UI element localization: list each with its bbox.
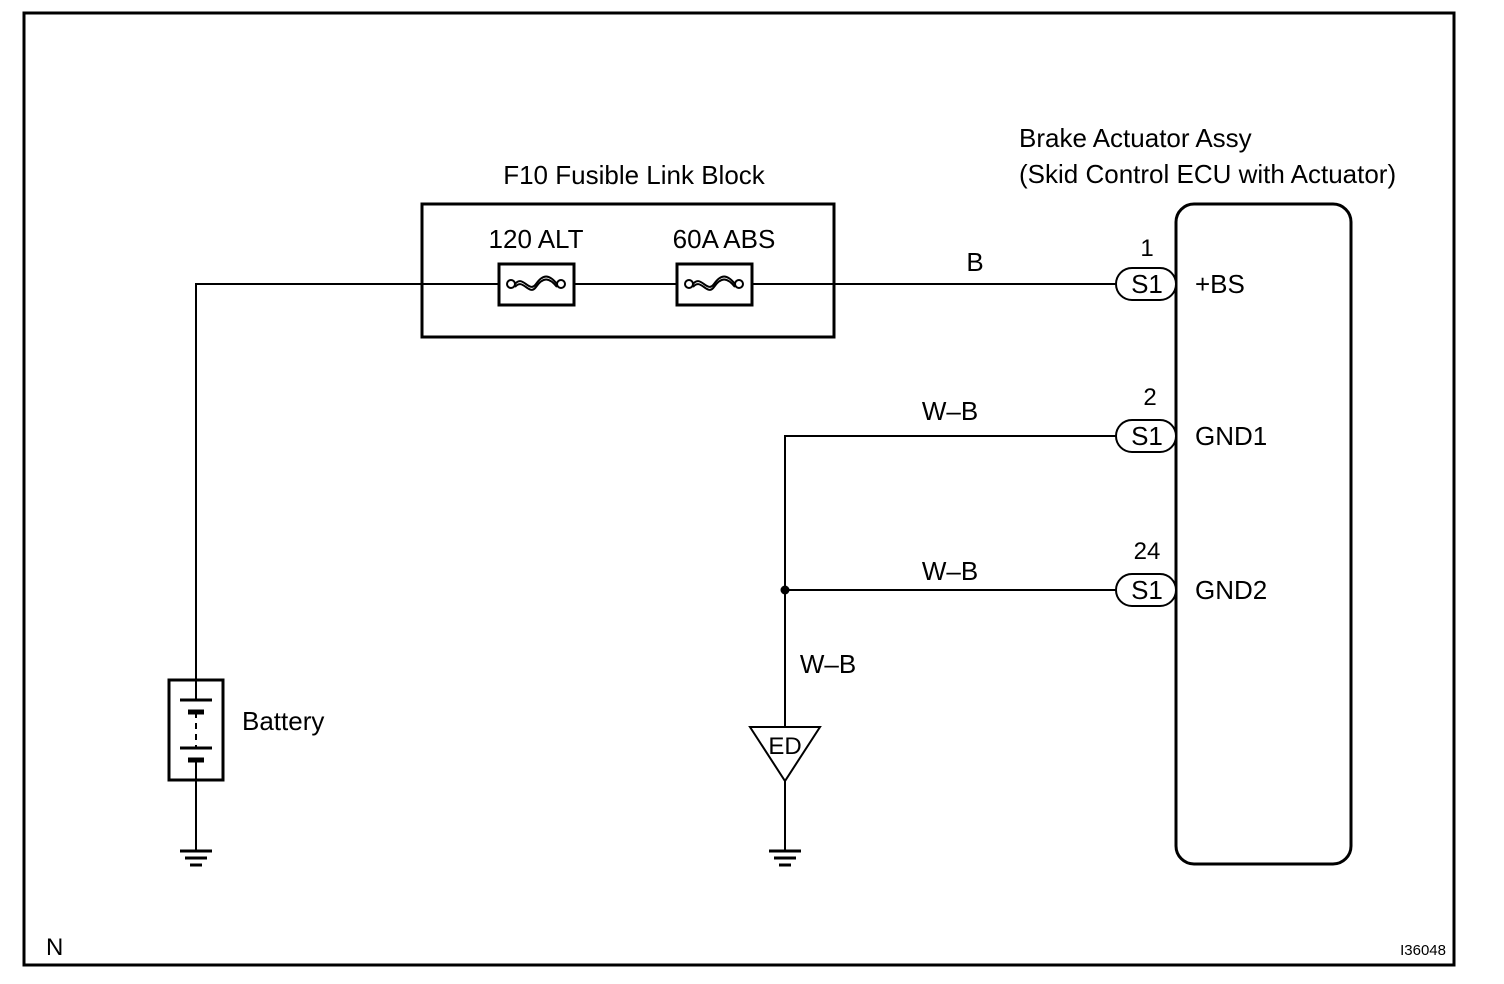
connector-icon <box>1115 419 1177 453</box>
fuse-60a-abs: 60A ABS <box>673 224 776 307</box>
terminal-label: GND2 <box>1195 575 1267 605</box>
diagram-frame <box>22 11 1456 967</box>
ground-icon <box>769 849 801 867</box>
ecu-subtitle: (Skid Control ECU with Actuator) <box>1019 159 1396 189</box>
fuse-element <box>514 278 558 291</box>
wire-battery-to-fuse <box>195 283 499 680</box>
battery: Battery <box>167 678 324 782</box>
ground-point-ed: ED <box>748 726 822 783</box>
splice-point <box>780 585 790 595</box>
fuse-element <box>692 275 736 288</box>
fuse-terminal <box>506 279 516 289</box>
ground-point-icon <box>748 726 822 783</box>
fuse-element <box>692 278 736 291</box>
pin-number: 1 <box>1140 235 1153 262</box>
fuse-120-alt: 120 ALT <box>489 224 584 307</box>
ground-point-label: ED <box>768 733 801 760</box>
fuse-label: 120 ALT <box>489 224 584 254</box>
wires <box>195 283 1116 850</box>
connector-pin-24: 24 S1 GND2 <box>1115 538 1267 607</box>
brake-actuator-assy: Brake Actuator Assy (Skid Control ECU wi… <box>1019 123 1396 866</box>
fuse-element <box>514 275 558 288</box>
wire-color-label: W–B <box>922 396 978 426</box>
connector-pin-1: 1 S1 +BS <box>1115 235 1245 301</box>
fusible-link-block: F10 Fusible Link Block 120 ALT 60A ABS <box>420 160 836 339</box>
pin-number: 2 <box>1143 384 1156 411</box>
terminal-label: +BS <box>1195 269 1245 299</box>
fuse-label: 60A ABS <box>673 224 776 254</box>
wire-color-label: B <box>966 247 983 277</box>
fuse-block-label: F10 Fusible Link Block <box>503 160 766 190</box>
fuse-terminal <box>684 279 694 289</box>
connector-label: S1 <box>1131 269 1163 299</box>
connector-icon <box>1115 573 1177 607</box>
figure-id: I36048 <box>1400 942 1446 959</box>
pin-number: 24 <box>1134 538 1161 565</box>
wire-color-label: W–B <box>922 556 978 586</box>
fuse-terminal <box>734 279 744 289</box>
wire-color-label: W–B <box>800 649 856 679</box>
terminal-label: GND1 <box>1195 421 1267 451</box>
corner-label: N <box>46 934 63 961</box>
fuse-block-box <box>420 202 836 339</box>
wire-gnd1 <box>784 435 1116 726</box>
connector-pin-2: 2 S1 GND1 <box>1115 384 1267 453</box>
ground-icon <box>180 849 212 867</box>
connector-label: S1 <box>1131 575 1163 605</box>
battery-label: Battery <box>242 706 324 736</box>
fuse-terminal <box>556 279 566 289</box>
connector-label: S1 <box>1131 421 1163 451</box>
ecu-body <box>1174 202 1353 866</box>
connector-icon <box>1115 267 1177 301</box>
ecu-title: Brake Actuator Assy <box>1019 123 1252 153</box>
